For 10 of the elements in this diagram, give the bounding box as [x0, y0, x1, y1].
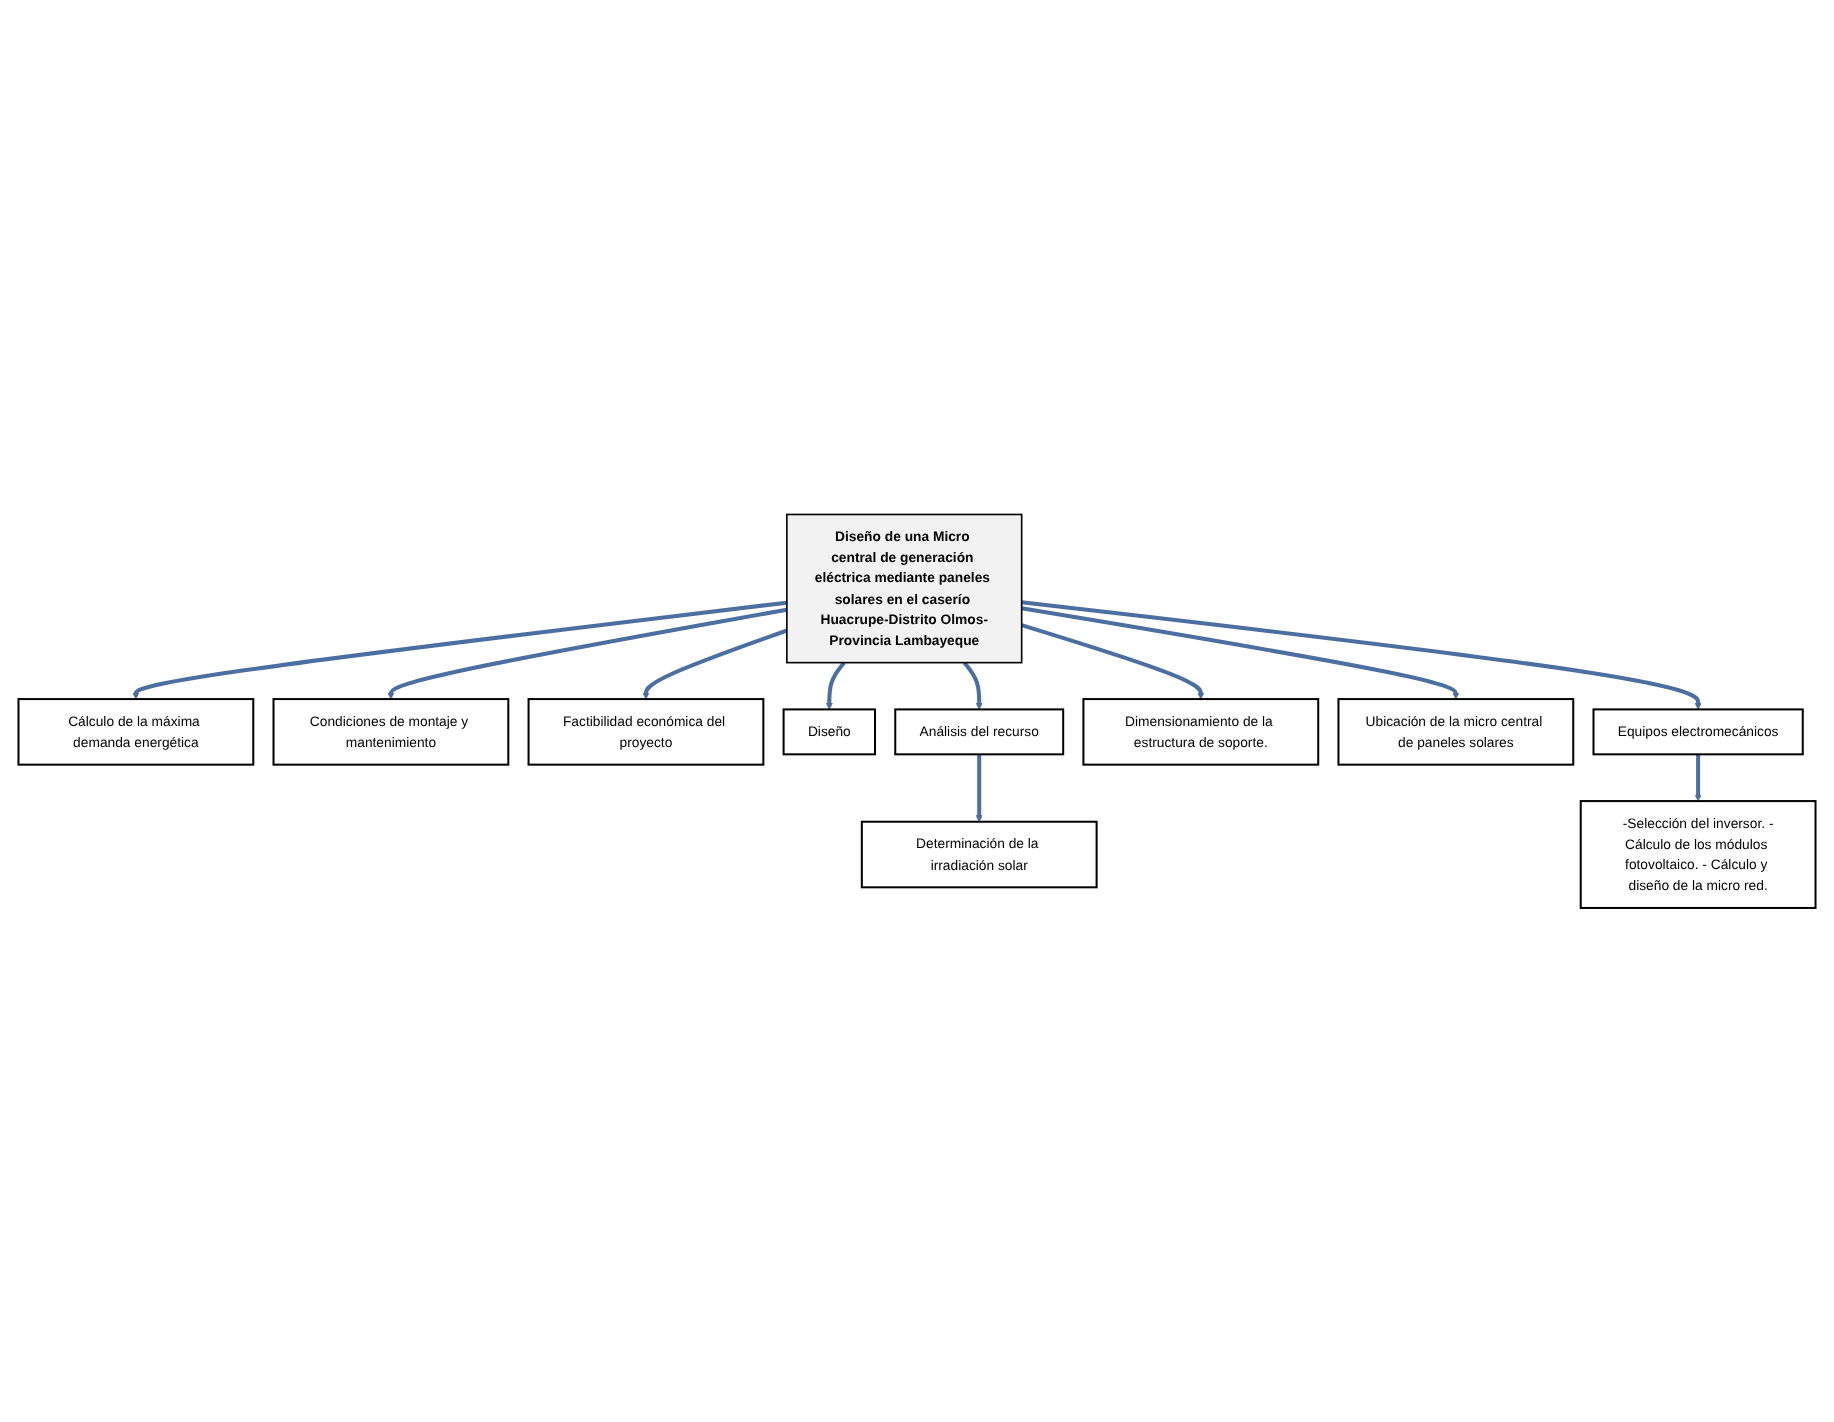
- arrow: [975, 754, 983, 822]
- arrow: [1021, 622, 1205, 700]
- arrow: [132, 600, 788, 700]
- arrow: [387, 607, 788, 700]
- arrow: [1694, 754, 1702, 802]
- arrow: [1021, 606, 1460, 700]
- arrow: [1021, 599, 1702, 710]
- arrow: [825, 661, 846, 710]
- arrow: [962, 661, 983, 710]
- arrow: [642, 628, 788, 700]
